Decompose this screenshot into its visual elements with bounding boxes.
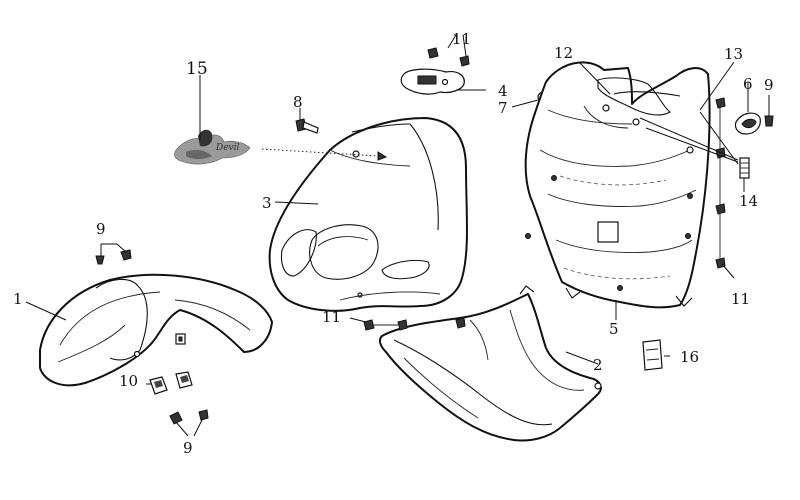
callout-14: 14 [739, 192, 758, 210]
callout-16: 16 [680, 348, 699, 366]
callout-11-right: 11 [731, 290, 750, 308]
callout-10: 10 [119, 372, 138, 390]
devil-decal: Devil [174, 129, 251, 165]
callout-11-lower: 11 [322, 308, 341, 326]
callout-labels: 1 2 3 4 5 6 7 8 9 9 9 10 11 11 11 12 13 … [13, 30, 774, 457]
callout-1: 1 [13, 290, 23, 308]
callout-15: 15 [186, 59, 208, 79]
front-shield [268, 117, 468, 312]
screws-9-fender-bottom [169, 409, 209, 425]
callout-2: 2 [593, 356, 603, 374]
screws-9-fender-top [95, 243, 132, 265]
clip-nuts [149, 371, 193, 395]
callout-7: 7 [498, 99, 508, 117]
front-fender [39, 273, 273, 387]
leader-lines [25, 34, 749, 437]
callout-13: 13 [724, 45, 743, 63]
callout-9-right: 9 [764, 76, 774, 94]
inner-leg-shield [524, 61, 711, 320]
decal-placement-arrow [261, 148, 388, 161]
bolt-8 [295, 118, 319, 134]
callout-9-fender-bottom: 9 [183, 439, 193, 457]
screws-11-lower [363, 317, 466, 331]
callout-3: 3 [262, 194, 272, 212]
callout-9-fender-top: 9 [96, 220, 106, 238]
callout-8: 8 [293, 93, 303, 111]
callout-11-top: 11 [452, 30, 471, 48]
callout-5: 5 [609, 320, 619, 338]
callout-6: 6 [743, 75, 753, 93]
callout-12: 12 [554, 44, 573, 62]
lower-cover [378, 285, 602, 442]
screw-9-right [764, 95, 774, 127]
label-16 [642, 339, 663, 371]
pin-14 [739, 157, 750, 192]
decal-text: Devil [215, 143, 240, 153]
screws-11-bracket [427, 47, 470, 67]
screws-11-right [715, 97, 726, 269]
bracket-4 [400, 68, 465, 95]
hook-6 [734, 112, 761, 135]
callout-4: 4 [498, 82, 508, 100]
